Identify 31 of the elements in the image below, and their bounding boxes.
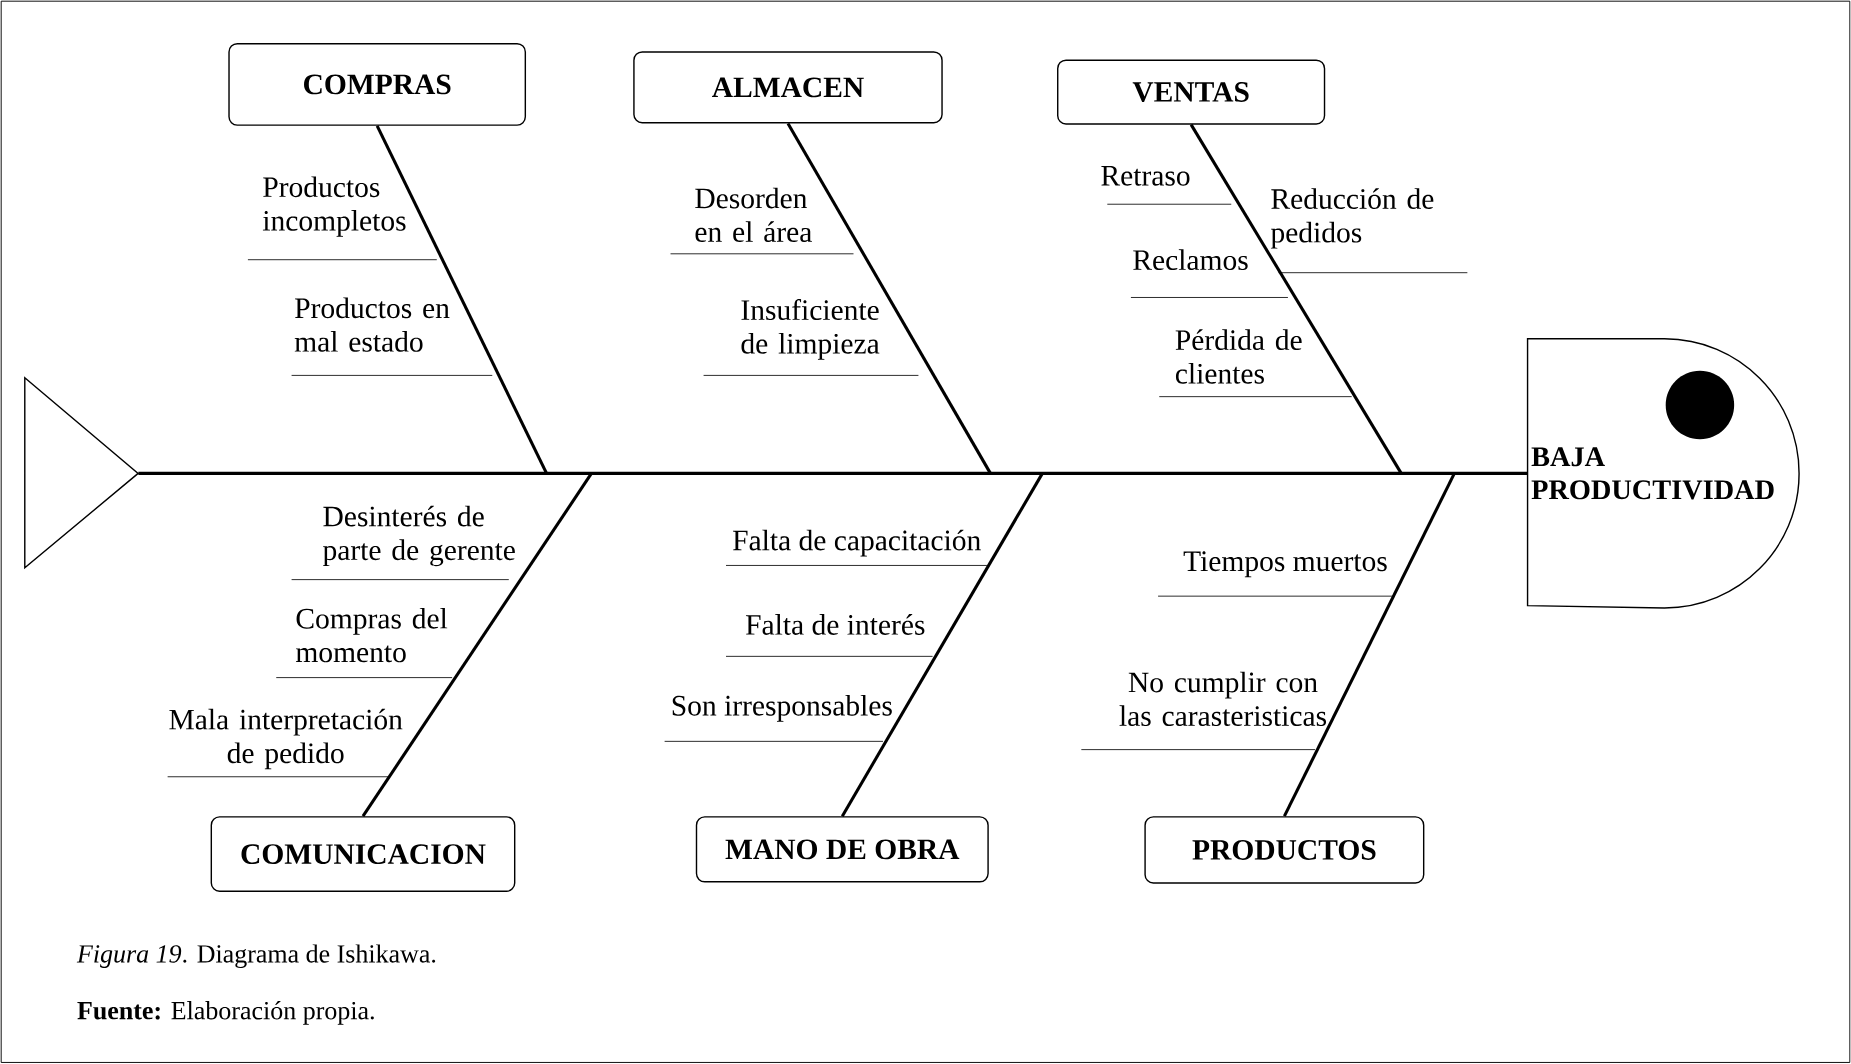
category-box: COMUNICACION: [210, 816, 516, 893]
category-box: MANO DE OBRA: [695, 816, 989, 883]
cause-text: Retraso: [1101, 166, 1190, 186]
cause-text: Falta de capacitación: [733, 529, 981, 557]
category-box: PRODUCTOS: [1144, 816, 1425, 884]
cause-text: Desorden en el área: [695, 187, 812, 243]
category-box: VENTAS: [1057, 59, 1326, 125]
cause-text: Son irresponsables: [672, 695, 892, 722]
fishbone-line: [361, 472, 593, 818]
figure-caption: Figura 19. Diagrama de Ishikawa.: [76, 944, 436, 969]
cause-text: Insuficiente de limpieza: [741, 299, 880, 360]
cause-text: Desinterés de parte de gerente: [323, 505, 515, 567]
fishbone-line: [138, 472, 1528, 476]
fishbone-line: [1189, 124, 1403, 475]
cause-text: Reclamos: [1133, 249, 1248, 271]
cause-text: Productos en mal estado: [294, 297, 450, 353]
fishbone-line: [786, 122, 992, 475]
cause-text: Tiempos muertos: [1183, 551, 1387, 578]
source-note: Fuente: Elaboración propia.: [77, 1001, 374, 1025]
cause-text: Falta de interés: [746, 614, 925, 636]
cause-text: Reducción de pedidos: [1270, 188, 1434, 249]
category-box: ALMACEN: [633, 51, 943, 124]
cause-text: Mala interpretación de pedido: [169, 708, 403, 770]
cause-text: Productos incompletos: [262, 176, 406, 237]
cause-text: Compras del momento: [295, 608, 448, 663]
fishbone-line: [375, 125, 548, 475]
cause-text: No cumplir con las carasteristicas: [1119, 671, 1327, 727]
fishbone-line: [1283, 472, 1456, 818]
category-box: COMPRAS: [228, 43, 527, 127]
cause-text: Pérdida de clientes: [1175, 329, 1302, 384]
fishbone-line: [840, 472, 1044, 818]
